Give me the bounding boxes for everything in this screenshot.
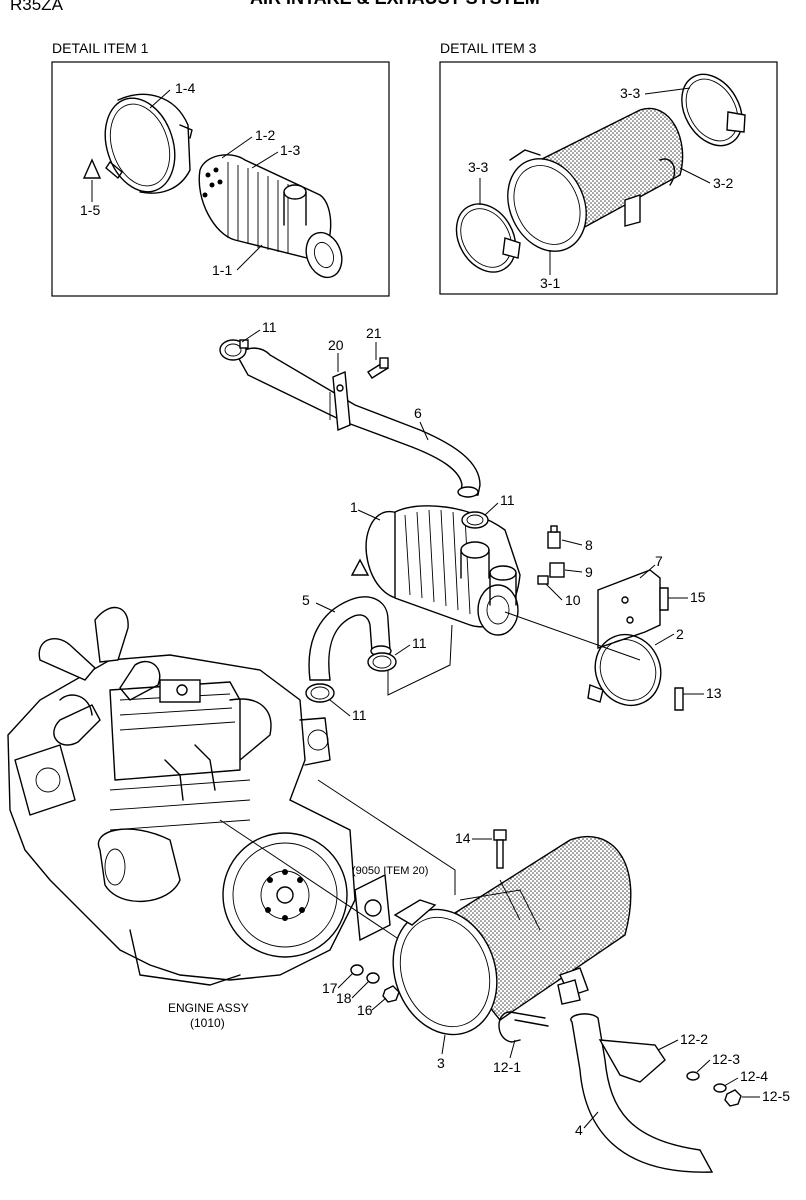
label-1-5: 1-5 [80, 202, 100, 218]
label-10: 10 [565, 592, 581, 608]
label-20: 20 [328, 337, 344, 353]
label-1-1: 1-1 [212, 262, 232, 278]
engine-assembly [7, 606, 356, 986]
flow-arrow-1-5 [82, 158, 102, 179]
label-12-4: 12-4 [740, 1068, 768, 1084]
u-bolt-12-1 [498, 1011, 549, 1043]
label-1: 1 [350, 499, 358, 515]
label-5: 5 [302, 592, 310, 608]
washer-12-3 [686, 1071, 700, 1081]
label-3-1: 3-1 [540, 275, 560, 291]
label-14: 14 [455, 830, 471, 846]
label-12-2: 12-2 [680, 1031, 708, 1047]
restriction-indicator-8 [547, 525, 561, 549]
detail-item-1-title: DETAIL ITEM 1 [52, 40, 149, 56]
fitting-9 [549, 562, 565, 578]
exhaust-gasket [354, 873, 391, 942]
bracket-7 [597, 569, 661, 649]
label-17: 17 [322, 980, 338, 996]
muffler-detail [507, 107, 684, 252]
bolt-13 [674, 687, 684, 711]
nut-16 [382, 985, 400, 1003]
label-11-mid: 11 [500, 492, 515, 508]
label-13: 13 [706, 685, 722, 701]
label-1-3: 1-3 [280, 142, 300, 158]
nut-12-5 [724, 1089, 742, 1107]
label-15: 15 [690, 589, 706, 605]
engine-assy-label: ENGINE ASSY [168, 1001, 249, 1015]
detail-item-1-panel: DETAIL ITEM 1 1-4 1-2 [51, 40, 390, 297]
detail-item-3-panel: DETAIL ITEM 3 3-3 3-3 3-2 3-1 [439, 40, 778, 295]
band-2 [587, 633, 662, 707]
detail-item-1-frame [51, 61, 390, 297]
label-18: 18 [336, 990, 352, 1006]
intake-pipe-6 [237, 347, 481, 498]
label-6: 6 [414, 405, 422, 421]
clamp-3-3-front [455, 203, 521, 273]
washer-17 [350, 964, 364, 976]
label-9050-item-20: (9050 ITEM 20) [352, 865, 428, 877]
detail-item-3-title: DETAIL ITEM 3 [440, 40, 537, 56]
label-9: 9 [585, 564, 593, 580]
label-12-1: 12-1 [493, 1059, 521, 1075]
label-3-3-left: 3-3 [468, 159, 488, 175]
hose-clamp-11-lower [367, 652, 397, 672]
label-7: 7 [655, 553, 663, 569]
washer-18 [366, 972, 380, 984]
label-1-4: 1-4 [175, 80, 195, 96]
label-1-2: 1-2 [255, 127, 275, 143]
label-11-engine: 11 [352, 707, 367, 723]
detail-item-3-frame [439, 61, 778, 295]
label-3: 3 [437, 1055, 445, 1071]
washer-12-4 [713, 1083, 727, 1093]
label-12-5: 12-5 [762, 1088, 790, 1104]
label-11-lower: 11 [412, 635, 427, 651]
bolt-15 [659, 587, 669, 611]
label-8: 8 [585, 537, 593, 553]
precleaner-cap [104, 93, 193, 194]
bolt-21 [367, 357, 389, 379]
air-cleaner-1 [350, 505, 521, 636]
label-12-3: 12-3 [712, 1051, 740, 1067]
hose-clamp-11-mid [461, 511, 489, 529]
fitting-10 [537, 575, 549, 585]
label-11-top: 11 [262, 319, 277, 335]
tail-pipe-4 [557, 979, 714, 1173]
muffler-3 [392, 835, 632, 1036]
model-label: R35ZA [10, 0, 64, 14]
label-3-2: 3-2 [713, 175, 733, 191]
label-16: 16 [357, 1002, 373, 1018]
bracket-20 [332, 370, 351, 432]
bolt-14 [493, 829, 507, 869]
label-4: 4 [575, 1122, 583, 1138]
hose-clamp-11-top [219, 339, 249, 361]
air-cleaner-body-detail [198, 154, 343, 279]
label-21: 21 [366, 325, 382, 341]
label-3-3-top: 3-3 [620, 85, 640, 101]
hose-clamp-11-engine [305, 683, 335, 703]
engine-assy-ref: (1010) [190, 1016, 225, 1030]
label-2: 2 [676, 626, 684, 642]
page-title: AIR INTAKE & EXHAUST SYSTEM [250, 0, 540, 8]
bracket-12-2 [598, 1039, 666, 1083]
clamp-3-3-rear [681, 73, 746, 147]
